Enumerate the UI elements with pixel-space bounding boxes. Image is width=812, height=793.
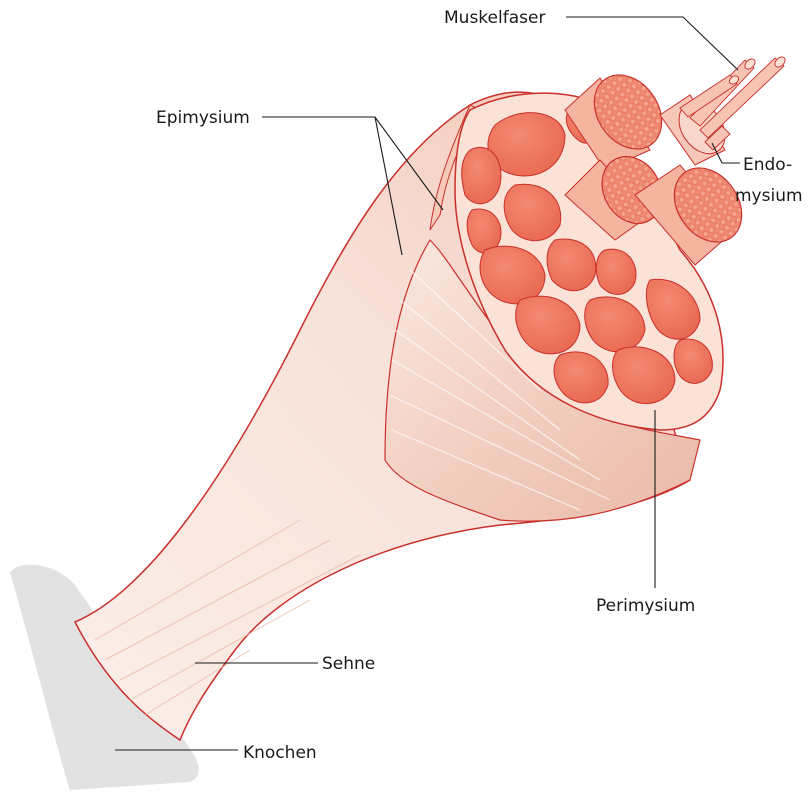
muskelfaser-leader xyxy=(566,17,738,70)
label-epimysium: Epimysium xyxy=(156,108,250,128)
fascicle xyxy=(462,147,501,203)
label-muskelfaser: Muskelfaser xyxy=(444,8,545,28)
label-endomysium-line1: Endo- xyxy=(743,155,792,175)
label-endomysium-line2: mysium xyxy=(735,186,803,206)
label-perimysium: Perimysium xyxy=(596,596,695,616)
label-sehne: Sehne xyxy=(322,654,375,674)
label-knochen: Knochen xyxy=(243,743,317,763)
